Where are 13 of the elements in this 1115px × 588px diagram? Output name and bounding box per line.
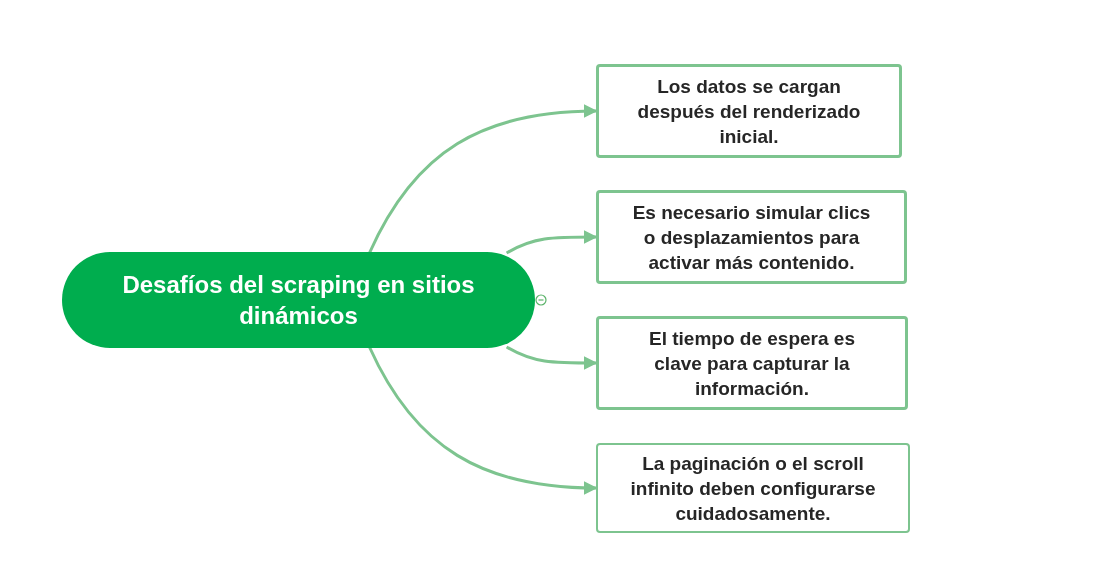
connector-arrow [505, 230, 598, 255]
subtopic-text: El tiempo de espera es clave para capturar la información. [648, 326, 856, 401]
subtopic-box [596, 190, 907, 284]
subtopic-box [596, 443, 910, 533]
topic-text: Desafíos del scraping en sitios dinámicos [121, 270, 476, 331]
connector-arrow [505, 345, 598, 370]
connector-arrow [368, 104, 598, 254]
subtopic-text: Los datos se cargan después del renderizado inicial. [636, 74, 862, 149]
connector-arrow [368, 346, 598, 495]
subtopic-box [596, 316, 908, 410]
subtopic-text: Es necesario simular clics o desplazamientos para activar más contenido. [631, 200, 872, 275]
subtopic-box [596, 64, 902, 158]
subtopic-text: La paginación o el scroll infinito deben configurarse cuidadosamente. [629, 451, 877, 526]
